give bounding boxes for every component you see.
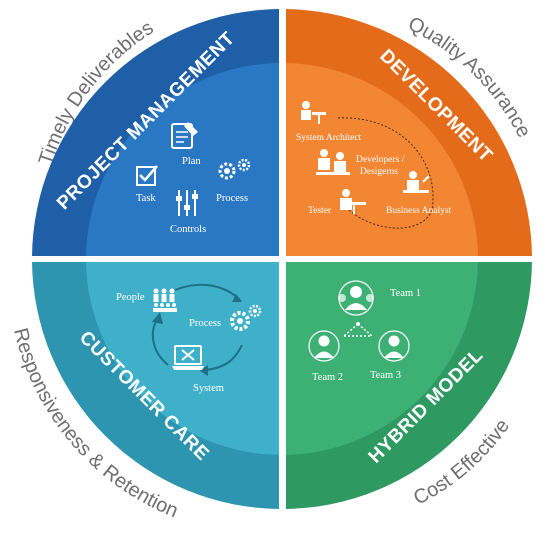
- label-task: Task: [136, 193, 156, 204]
- label-process-cc: Process: [189, 318, 221, 329]
- label-process-pm: Process: [216, 193, 248, 204]
- label-system-architect: System Architect: [296, 133, 362, 143]
- controls-icon: [176, 190, 198, 216]
- label-plan: Plan: [182, 156, 201, 167]
- task-icon: [136, 165, 158, 186]
- label-people: People: [116, 292, 145, 303]
- gears-process-icon: [230, 304, 262, 331]
- team2-icon: [308, 330, 340, 362]
- team3-icon: [378, 330, 410, 362]
- dev-dotted-ring: [337, 117, 434, 229]
- label-developers-line1: Developers /: [356, 155, 405, 165]
- team1-icon: [338, 280, 374, 316]
- developers-icon: [316, 149, 350, 175]
- tester-icon: [340, 189, 366, 214]
- label-controls: Controls: [170, 224, 206, 235]
- business-analyst-icon: [403, 171, 430, 193]
- label-tester: Tester: [308, 206, 332, 216]
- plan-icon: [171, 122, 198, 149]
- cycle-arrow-bottom: [204, 344, 243, 371]
- label-team2: Team 2: [312, 372, 343, 383]
- laptop-icon: [172, 345, 204, 370]
- team-link-arrows: [343, 322, 373, 337]
- gears-icon: [218, 158, 251, 180]
- label-developers-line2: Desigerns: [360, 167, 398, 177]
- people-icon: [153, 288, 177, 312]
- label-business-analyst: Business Analyst: [386, 206, 452, 216]
- label-team3: Team 3: [370, 370, 401, 381]
- label-system: System: [193, 383, 224, 394]
- label-team1: Team 1: [390, 288, 421, 299]
- system-architect-icon: [301, 101, 326, 124]
- quadrant-project-management: [32, 9, 279, 256]
- quadrant-hybrid-model: [286, 262, 532, 509]
